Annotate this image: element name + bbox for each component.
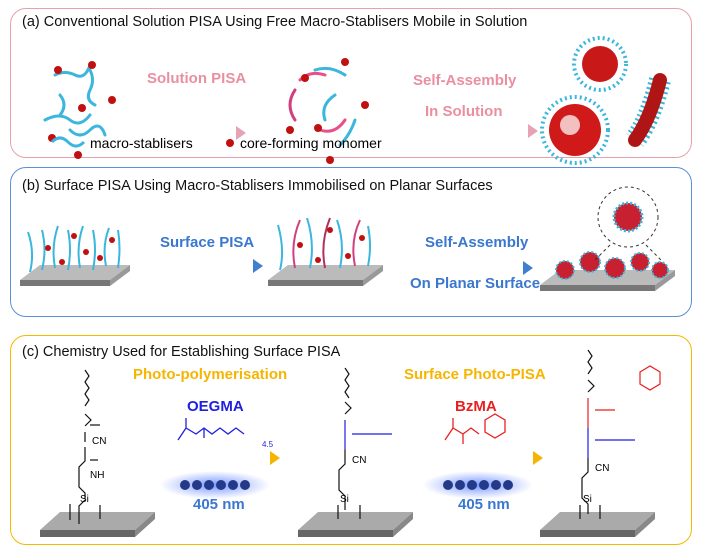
monomer-dots-a1	[48, 61, 116, 159]
surface-b3	[540, 270, 675, 291]
growing-chains-b2	[277, 217, 371, 271]
bzma-structure	[444, 413, 506, 444]
repeat-unit-label: 4.5	[262, 440, 274, 449]
cn-label-1: CN	[92, 436, 107, 447]
macro-raft-structure	[337, 367, 392, 519]
micelle-sphere	[572, 36, 628, 92]
step-surface-pisa: Surface PISA	[160, 234, 255, 251]
cn-label-3: CN	[595, 463, 610, 474]
step-self-assembly-b: Self-Assembly	[425, 234, 529, 251]
zoom-inset	[594, 186, 662, 261]
panel-b	[10, 167, 692, 317]
monomer-dots-b1	[45, 233, 115, 265]
legend-dot-icon	[226, 139, 234, 147]
legend-core-forming-monomer: core-forming monomer	[240, 135, 382, 151]
step-in-solution: In Solution	[425, 103, 503, 120]
wavelength-1: 405 nm	[193, 496, 245, 513]
monomer-dots-b2	[297, 227, 365, 263]
si-label-1: Si	[80, 494, 89, 505]
step-photo-polymerisation: Photo-polymerisation	[133, 366, 288, 383]
grafted-chains-b1	[27, 225, 121, 273]
legend-macro-stabilisers: macro-stablisers	[90, 135, 193, 151]
growing-chains-a2	[288, 66, 357, 147]
surface-b2	[268, 265, 383, 286]
panel-b-title: (b) Surface PISA Using Macro-Stablisers …	[22, 178, 493, 194]
panel-c	[10, 335, 692, 545]
monomer-dots-a2	[286, 58, 369, 164]
monomer-oegma: OEGMA	[187, 398, 244, 415]
panel-c-title: (c) Chemistry Used for Establishing Surf…	[22, 344, 341, 360]
oegma-structure	[177, 418, 245, 441]
monomer-bzma: BzMA	[455, 398, 497, 415]
macro-stabiliser-chains-a1	[43, 63, 107, 137]
panel-a	[10, 8, 692, 158]
surface-b1	[20, 265, 130, 286]
nh-label: NH	[90, 470, 105, 481]
si-label-3: Si	[583, 494, 592, 505]
cn-label-2: CN	[352, 455, 367, 466]
worm-micelle	[626, 73, 671, 147]
surface-c2	[298, 512, 413, 537]
wavelength-2: 405 nm	[458, 496, 510, 513]
led-array-2	[423, 471, 533, 499]
surface-c1	[40, 512, 155, 537]
si-label-2: Si	[340, 494, 349, 505]
led-array-1	[160, 471, 270, 499]
panel-a-title: (a) Conventional Solution PISA Using Fre…	[22, 14, 528, 30]
step-surface-photo-pisa: Surface Photo-PISA	[404, 366, 546, 383]
step-on-planar-surface: On Planar Surface	[410, 275, 541, 292]
legend-chain-icon	[50, 136, 86, 148]
diblock-structure	[579, 349, 661, 519]
surface-c3	[540, 512, 655, 537]
surface-aggregates	[555, 251, 669, 280]
initiator-structure	[69, 369, 101, 524]
vesicle-sphere	[540, 95, 610, 165]
step-solution-pisa: Solution PISA	[147, 70, 247, 87]
step-self-assembly-a: Self-Assembly	[413, 72, 517, 89]
